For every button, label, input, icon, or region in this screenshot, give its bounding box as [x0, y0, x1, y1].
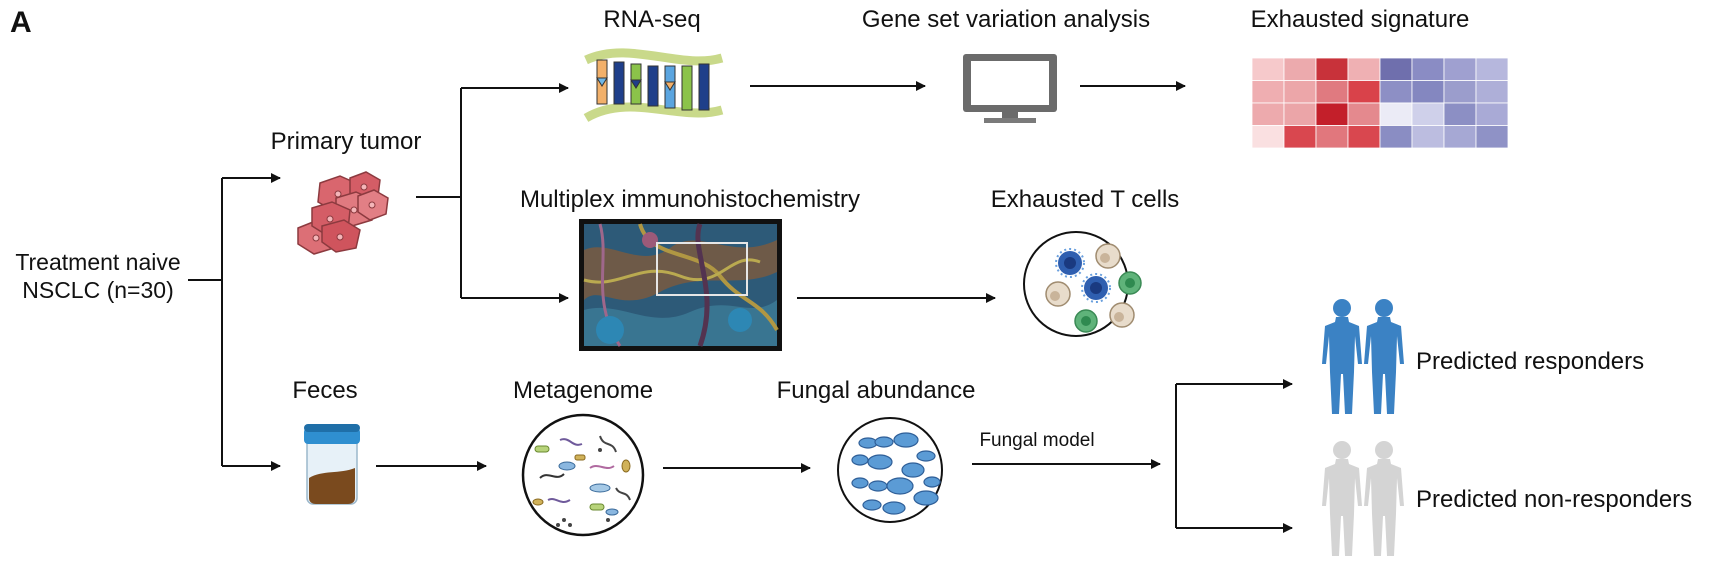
feces-label: Feces — [292, 377, 358, 404]
heatmap-cell — [1315, 125, 1349, 149]
predicted-responders-people-icon — [1322, 299, 1404, 414]
heatmap-cell — [1411, 57, 1445, 81]
panel-letter: A — [10, 6, 32, 39]
cohort-label: Treatment naive NSCLC (n=30) — [15, 248, 180, 304]
tumor-cells-icon — [297, 171, 389, 255]
stool-sample-jar-icon — [304, 424, 360, 505]
heatmap-cell — [1347, 125, 1381, 149]
heatmap-cell — [1475, 125, 1509, 149]
exhausted-signature-label: Exhausted signature — [1250, 6, 1470, 33]
heatmap-cell — [1251, 125, 1285, 149]
heatmap-cell — [1443, 125, 1477, 149]
exhausted-t-cells-icon — [1023, 231, 1142, 337]
heatmap-cell — [1411, 125, 1445, 149]
heatmap-cell — [1347, 102, 1381, 126]
heatmap-cell — [1251, 80, 1285, 104]
heatmap-cell — [1251, 102, 1285, 126]
metagenome-microbes-icon — [521, 413, 645, 537]
heatmap-cell — [1411, 80, 1445, 104]
rna-seq-label: RNA-seq — [603, 6, 701, 33]
connectors — [188, 81, 1293, 533]
heatmap-cell — [1283, 102, 1317, 126]
heatmap-cell — [1283, 80, 1317, 104]
heatmap-cell — [1315, 57, 1349, 81]
metagenome-label: Metagenome — [512, 377, 654, 404]
heatmap-cell — [1379, 57, 1413, 81]
cohort-line-1: Treatment naive — [15, 249, 181, 275]
fungi-icon — [837, 417, 943, 523]
fungal-abundance-label: Fungal abundance — [776, 377, 976, 404]
heatmap-cell — [1475, 57, 1509, 81]
gsva-label: Gene set variation analysis — [861, 6, 1151, 33]
heatmap-cell — [1251, 57, 1285, 81]
heatmap-cell — [1443, 57, 1477, 81]
heatmap-cell — [1443, 80, 1477, 104]
heatmap-cell — [1475, 102, 1509, 126]
primary-tumor-label: Primary tumor — [270, 128, 422, 155]
cohort-line-2: NSCLC (n=30) — [22, 277, 174, 303]
predicted-non-responders-label: Predicted non-responders — [1416, 486, 1693, 513]
exhausted-t-cells-label: Exhausted T cells — [990, 186, 1180, 213]
t-cell-dotted-blue — [1055, 248, 1085, 278]
heatmap-cell — [1315, 80, 1349, 104]
multiplex-ihc-image — [579, 219, 782, 351]
heatmap-cell — [1347, 80, 1381, 104]
multiplex-ihc-label: Multiplex immunohistochemistry — [519, 186, 861, 213]
heatmap-cell — [1379, 80, 1413, 104]
heatmap-cell — [1379, 102, 1413, 126]
heatmap-cell — [1443, 102, 1477, 126]
cohort-split-line — [188, 178, 223, 466]
heatmap-cell — [1347, 57, 1381, 81]
predicted-responders-label: Predicted responders — [1416, 348, 1645, 375]
computer-monitor-icon — [963, 54, 1057, 123]
predicted-non-responders-people-icon — [1322, 441, 1404, 556]
rna-seq-dna-icon — [583, 48, 724, 122]
heatmap-cell — [1411, 102, 1445, 126]
fungal-model-label: Fungal model — [979, 430, 1095, 451]
exhausted-signature-heatmap — [1251, 57, 1509, 149]
heatmap-cell — [1475, 80, 1509, 104]
heatmap-cell — [1379, 125, 1413, 149]
t-cell-dotted-blue-2 — [1081, 273, 1111, 303]
heatmap-cell — [1315, 102, 1349, 126]
heatmap-cell — [1283, 57, 1317, 81]
heatmap-cell — [1283, 125, 1317, 149]
tumor-split-line — [416, 88, 462, 298]
